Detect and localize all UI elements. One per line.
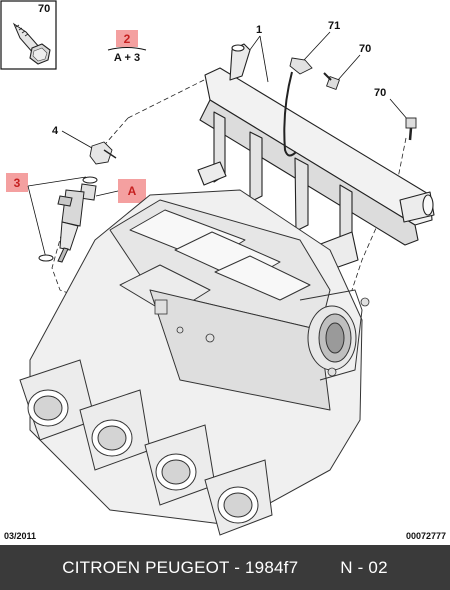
ref-2-label: 2: [124, 32, 131, 46]
rail-leader-2: [259, 35, 269, 83]
clip-leader: [303, 31, 331, 61]
bolt-inset: [0, 0, 57, 70]
injector-leader-1: [27, 176, 87, 187]
caption-part-number: 1984f7: [245, 557, 299, 577]
injector-icon: [38, 176, 98, 263]
rail-clip-icon: [283, 57, 313, 157]
exploded-parts-diagram: 70 2 A + 3 1 71 70 70 4 3 A: [0, 0, 435, 536]
bolt-inset-icon: [12, 22, 51, 65]
rail-bolt-a-icon: [323, 72, 340, 90]
rail-bolt-a-callout: 70: [359, 43, 371, 55]
rail-bolt-b-leader: [389, 98, 409, 121]
ref-2-sublabel: A + 3: [114, 52, 140, 64]
injector-highlight: 3: [6, 173, 28, 192]
intake-manifold: [29, 189, 363, 526]
rail-callout: 1: [256, 24, 262, 36]
caption-bar: CITROEN PEUGEOT - 1984f7 N - 02: [0, 545, 450, 590]
seal-leader: [95, 190, 119, 197]
diagram-date: 03/2011: [4, 531, 37, 541]
caption-separator: -: [229, 557, 246, 577]
caption-brand: CITROEN PEUGEOT: [62, 557, 230, 577]
injector-leader-2: [27, 185, 47, 259]
seal-label: A: [128, 184, 137, 198]
clip-callout: 71: [328, 20, 340, 32]
fuel-rail: [197, 43, 435, 273]
runner-flanges: [19, 359, 273, 536]
rail-bolt-b-callout: 70: [374, 87, 386, 99]
diagram-document-number: 00072777: [405, 531, 446, 541]
manifold-details: [154, 297, 370, 377]
small-clip-leader: [61, 130, 93, 149]
rail-bolt-b-icon: [405, 117, 417, 141]
small-clip-callout: 4: [52, 125, 59, 137]
rail-bolt-a-leader: [337, 54, 361, 81]
injector-label: 3: [14, 176, 21, 190]
bolt-inset-callout: 70: [38, 3, 50, 15]
ref-2-highlight: 2 A + 3: [107, 30, 147, 64]
seal-highlight: A: [118, 179, 146, 203]
caption-text: CITROEN PEUGEOT - 1984f7 N - 02: [62, 558, 387, 578]
small-clip-icon: [89, 141, 117, 165]
caption-position-label: N - 02: [340, 557, 388, 577]
